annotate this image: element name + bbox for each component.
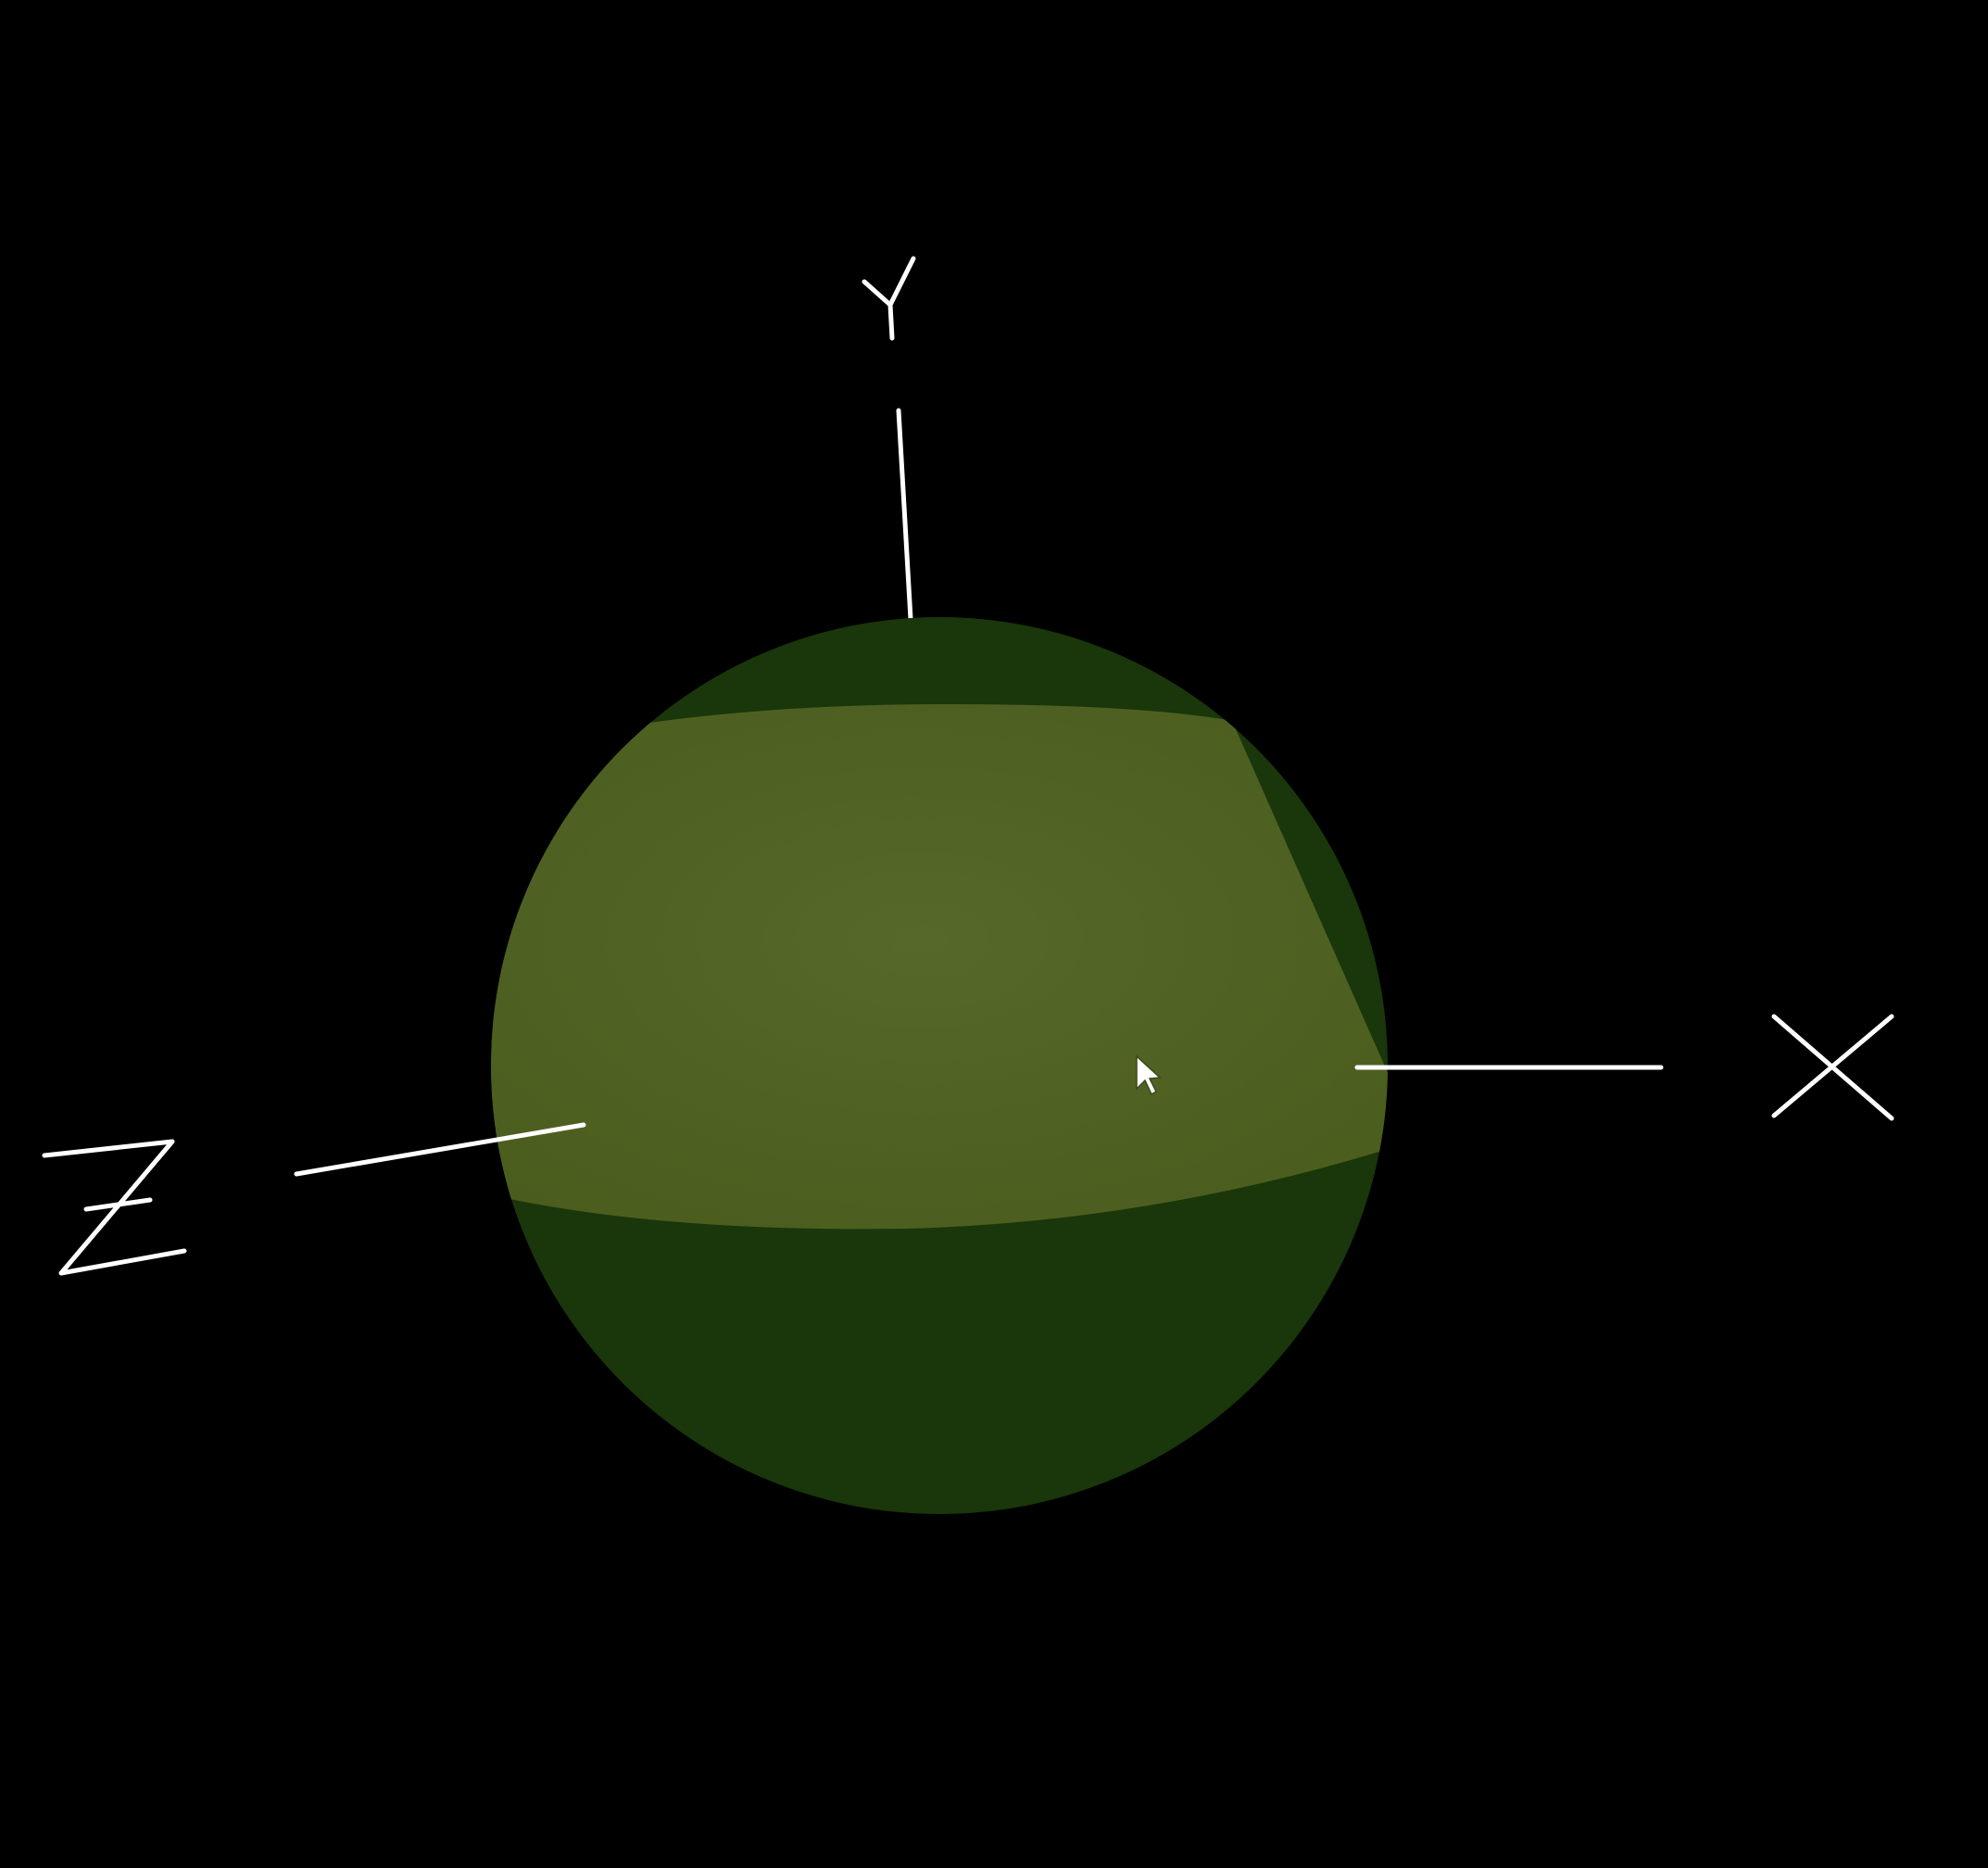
x-axis-label bbox=[1771, 1014, 1894, 1121]
z-axis-label bbox=[42, 1139, 187, 1276]
sphere[interactable] bbox=[463, 617, 1417, 1514]
arrow-pointer-icon bbox=[1136, 1054, 1162, 1096]
sphere-band bbox=[491, 704, 1388, 1230]
z-axis-line bbox=[294, 1122, 586, 1177]
y-axis-label bbox=[862, 256, 916, 341]
y-axis-line bbox=[896, 408, 913, 622]
